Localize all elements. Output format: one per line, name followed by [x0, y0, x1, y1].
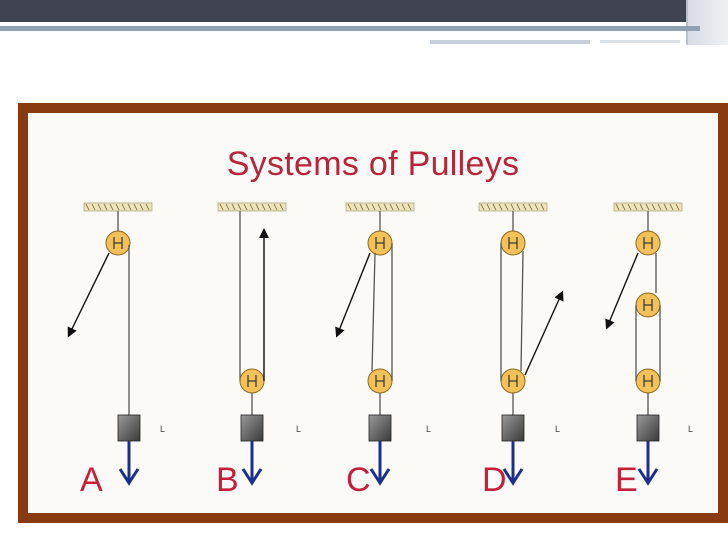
- ceiling-hatch-e: [639, 203, 644, 211]
- load-arrow-head-a: [118, 468, 140, 486]
- pull-arrow-d: [524, 290, 564, 376]
- system-label-a: A: [80, 461, 103, 499]
- ceiling-hatch-a: [127, 203, 132, 211]
- pulley-diagram: [67, 202, 683, 486]
- weight-label-d: L: [555, 424, 561, 434]
- ceiling-hatch-e: [615, 203, 620, 211]
- ceiling-hatch-d: [516, 203, 521, 211]
- ceiling-hatch-e: [651, 203, 656, 211]
- ceiling-hatch-b: [225, 203, 230, 211]
- header-accent-line: [0, 26, 700, 31]
- ceiling-hatch-b: [219, 203, 224, 211]
- ceiling-hatch-d: [528, 203, 533, 211]
- ceiling-hatch-a: [145, 203, 150, 211]
- ceiling-hatch-b: [273, 203, 278, 211]
- ceiling-hatch-e: [627, 203, 632, 211]
- ceiling-hatch-a: [109, 203, 114, 211]
- diagram-frame: Systems of Pulleys A B C D E L L L L L: [18, 103, 728, 523]
- ceiling-hatch-e: [633, 203, 638, 211]
- pull-arrow-c: [335, 252, 371, 338]
- diagram-title: Systems of Pulleys: [226, 145, 520, 183]
- ceiling-hatch-b: [279, 203, 284, 211]
- ceiling-hatch-d: [522, 203, 527, 211]
- weight-block-b: [240, 414, 264, 442]
- ceiling-hatch-e: [669, 203, 674, 211]
- ceiling-hatch-c: [371, 203, 376, 211]
- ceiling-hatch-a: [121, 203, 126, 211]
- ceiling-hatch-b: [249, 203, 254, 211]
- weight-label-c: L: [426, 424, 432, 434]
- weight-label-e: L: [688, 424, 694, 434]
- ceiling-hatch-c: [395, 203, 400, 211]
- ceiling-hatch-c: [383, 203, 388, 211]
- ceiling-hatch-c: [347, 203, 352, 211]
- ceiling-hatch-a: [115, 203, 120, 211]
- ceiling-hatch-a: [139, 203, 144, 211]
- slide-corner-tab: [686, 0, 728, 45]
- load-arrow-head-b: [241, 468, 263, 486]
- ceiling-hatch-b: [237, 203, 242, 211]
- ceiling-hatch-b: [243, 203, 248, 211]
- weight-block-e: [636, 414, 660, 442]
- ceiling-hatch-b: [231, 203, 236, 211]
- weight-block-c: [368, 414, 392, 442]
- ceiling-hatch-d: [480, 203, 485, 211]
- system-label-d: D: [482, 461, 507, 499]
- ceiling-hatch-a: [103, 203, 108, 211]
- pull-arrow-e: [605, 252, 639, 330]
- ceiling-hatch-a: [85, 203, 90, 211]
- ceiling-hatch-c: [359, 203, 364, 211]
- load-arrow-head-c: [369, 468, 391, 486]
- ceiling-hatch-c: [365, 203, 370, 211]
- slide-header-bar: [0, 0, 700, 22]
- ceiling-hatch-d: [498, 203, 503, 211]
- ceiling-hatch-e: [663, 203, 668, 211]
- weight-label-a: L: [160, 424, 166, 434]
- ceiling-hatch-d: [504, 203, 509, 211]
- ceiling-hatch-b: [261, 203, 266, 211]
- system-label-b: B: [216, 461, 239, 499]
- ceiling-hatch-b: [255, 203, 260, 211]
- ceiling-hatch-e: [621, 203, 626, 211]
- ceiling-hatch-e: [657, 203, 662, 211]
- diagram-panel: Systems of Pulleys A B C D E L L L L L: [28, 113, 718, 513]
- ceiling-hatch-c: [407, 203, 412, 211]
- ceiling-hatch-c: [389, 203, 394, 211]
- ceiling-beam-b: [217, 202, 287, 212]
- ceiling-hatch-d: [486, 203, 491, 211]
- ceiling-hatch-d: [540, 203, 545, 211]
- ceiling-hatch-a: [97, 203, 102, 211]
- system-label-c: C: [346, 461, 371, 499]
- ceiling-hatch-c: [401, 203, 406, 211]
- ceiling-hatch-d: [492, 203, 497, 211]
- pull-arrow-a: [67, 252, 110, 338]
- ceiling-hatch-a: [133, 203, 138, 211]
- ceiling-hatch-c: [353, 203, 358, 211]
- ceiling-hatch-d: [510, 203, 515, 211]
- header-accent-line-short: [430, 40, 590, 44]
- rope-d-mid: [520, 250, 524, 372]
- ceiling-hatch-c: [377, 203, 382, 211]
- ceiling-hatch-d: [534, 203, 539, 211]
- header-accent-line-faint: [600, 40, 680, 43]
- load-arrow-head-d: [502, 468, 524, 486]
- weight-label-b: L: [296, 424, 302, 434]
- ceiling-hatch-e: [645, 203, 650, 211]
- weight-block-a: [117, 414, 141, 442]
- ceiling-hatch-a: [91, 203, 96, 211]
- ceiling-hatch-e: [675, 203, 680, 211]
- system-label-e: E: [615, 461, 638, 499]
- rope-c-mid: [371, 252, 376, 372]
- weight-block-d: [501, 414, 525, 442]
- load-arrow-head-e: [637, 468, 659, 486]
- ceiling-hatch-b: [267, 203, 272, 211]
